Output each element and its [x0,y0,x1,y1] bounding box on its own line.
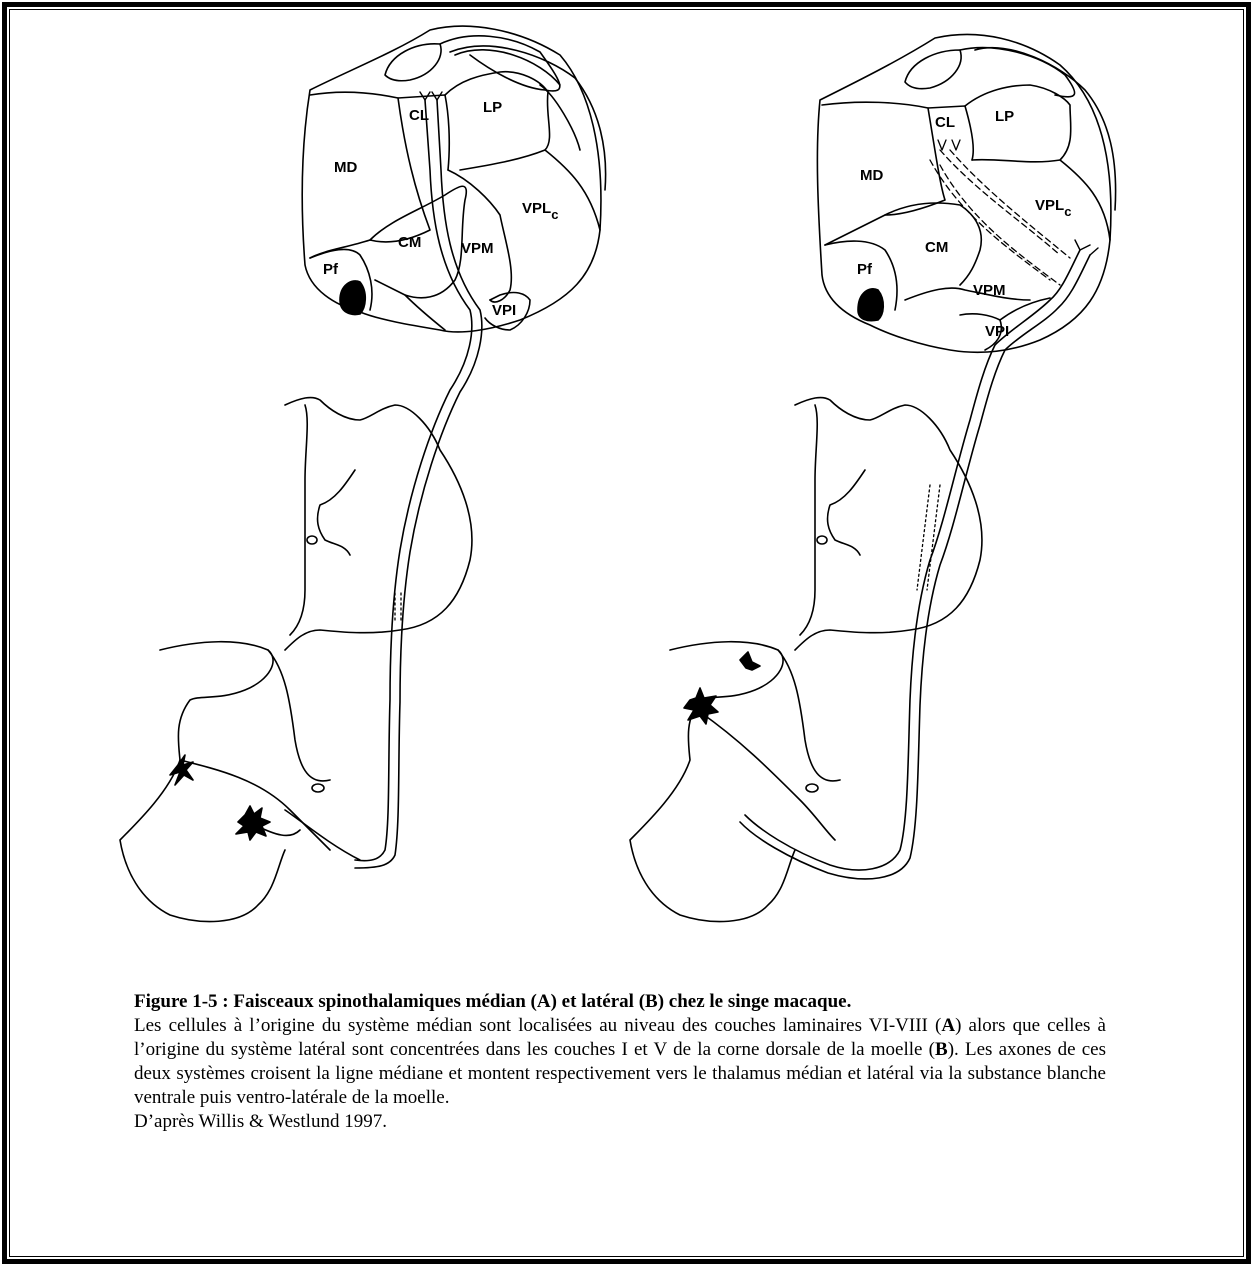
label-cl: CL [409,107,429,124]
panel-b-thalamus [817,34,1115,352]
caption-title: Figure 1-5 : Faisceaux spinothalamiques … [134,990,1106,1014]
caption-panel-b-ref: B [935,1039,948,1060]
label-vpm: VPM [973,282,1006,299]
caption-source: D’après Willis & Westlund 1997. [134,1110,1106,1134]
figure-caption: Figure 1-5 : Faisceaux spinothalamiques … [134,990,1106,1134]
label-vplc: VPLc [1035,197,1071,219]
panel-b: CL LP MD VPLc CM VPM Pf VPI [630,34,1116,921]
caption-body: Les cellules à l’origine du système médi… [134,1014,1106,1110]
label-lp: LP [995,108,1014,125]
label-vplc: VPLc [522,200,558,222]
panel-a-thalamus [302,26,605,332]
label-md: MD [860,167,883,184]
panel-a: CL LP MD VPLc CM VPM Pf VPI [120,26,606,921]
label-vplc-main: VPL [522,200,551,217]
label-vplc-sub: c [1064,204,1071,219]
label-cl: CL [935,114,955,131]
panel-b-axon [740,140,1098,879]
caption-panel-a-ref: A [941,1015,955,1036]
label-pf: Pf [857,261,873,278]
label-lp: LP [483,99,502,116]
label-md: MD [334,159,357,176]
label-cm: CM [925,239,948,256]
label-cm: CM [398,234,421,251]
figure-illustration: CL LP MD VPLc CM VPM Pf VPI [0,0,1253,960]
label-vpi: VPI [985,323,1009,340]
panel-b-labels: CL LP MD VPLc CM VPM Pf VPI [857,108,1071,340]
panel-a-spinal-cord [120,642,360,922]
panel-b-spinal-cord [630,642,840,922]
label-vpm: VPM [461,240,494,257]
label-vpi: VPI [492,302,516,319]
label-vplc-sub: c [551,207,558,222]
label-pf: Pf [323,261,339,278]
label-vplc-main: VPL [1035,197,1064,214]
panel-a-brainstem [285,398,472,650]
caption-body-part-1: Les cellules à l’origine du système médi… [134,1015,941,1036]
